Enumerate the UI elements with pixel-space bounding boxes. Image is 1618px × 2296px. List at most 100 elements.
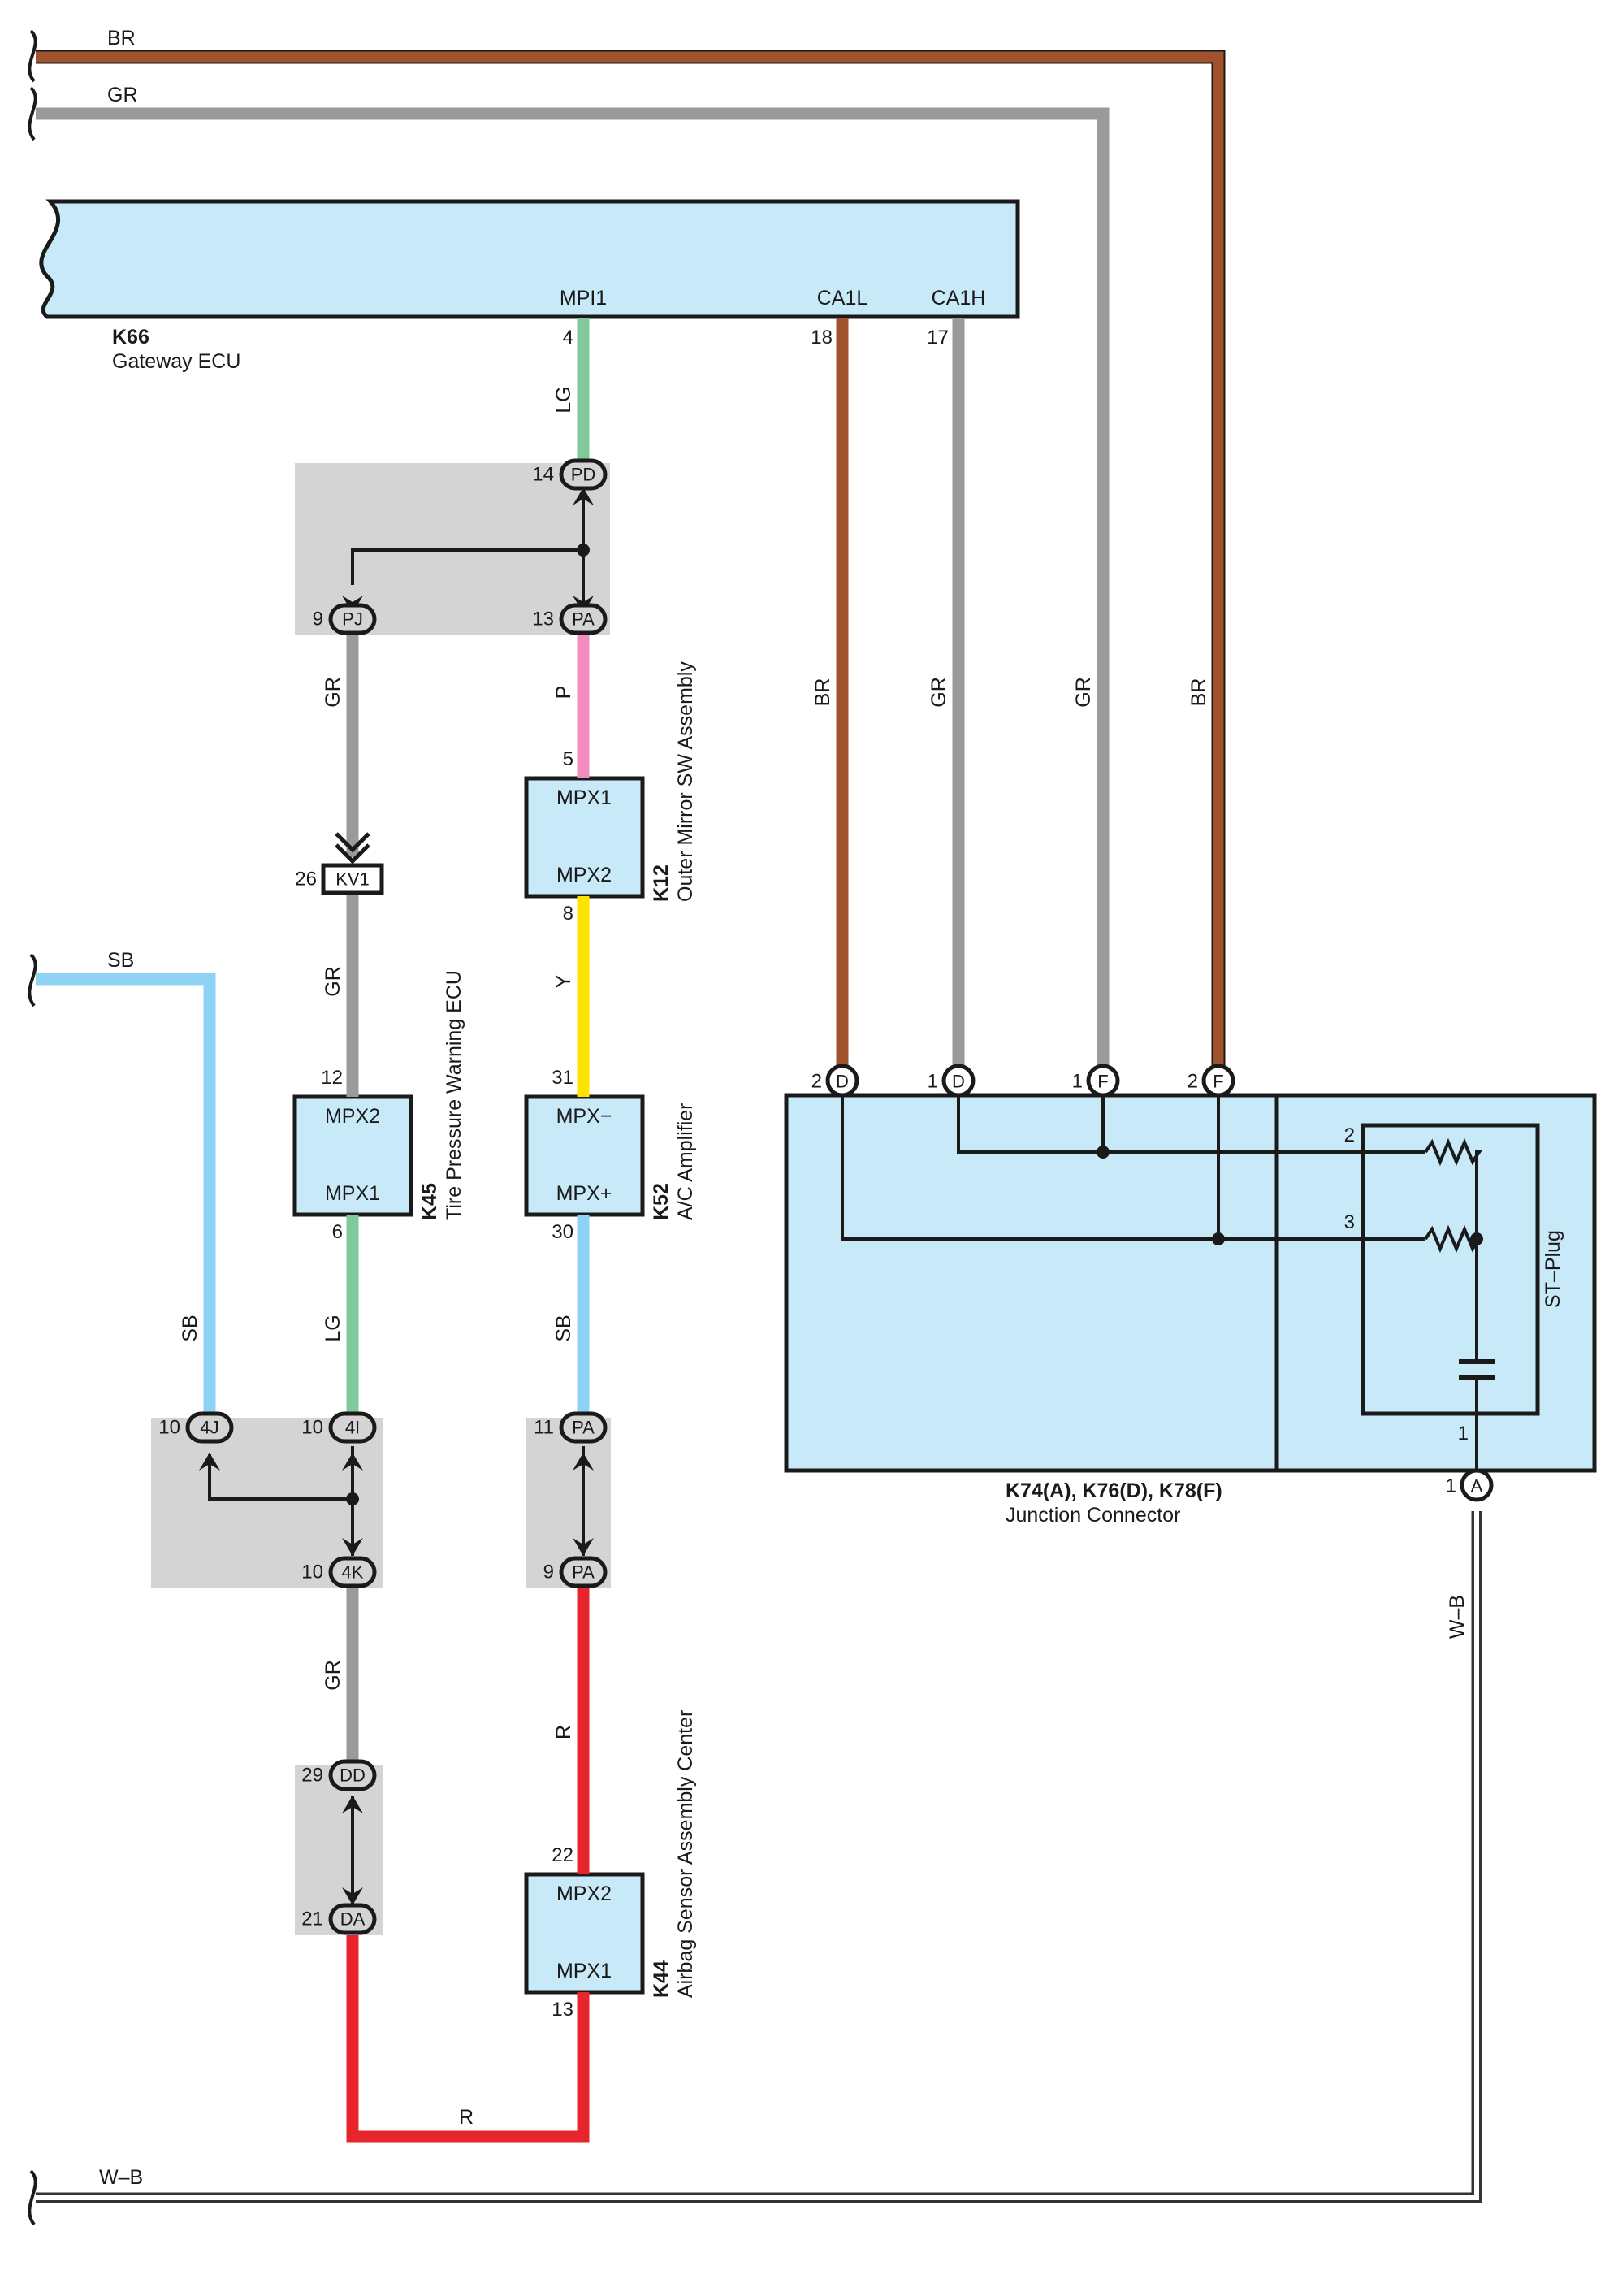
chevrons <box>199 487 594 1905</box>
kv1-double-chevron-icon <box>335 832 370 864</box>
k45-num-top: 12 <box>321 1067 343 1089</box>
pill-da <box>328 1903 377 1935</box>
capacitor-plates <box>1459 1359 1495 1380</box>
wire-r-bottom <box>346 1935 590 2143</box>
k66-name: Gateway ECU <box>112 350 240 373</box>
break-mark-br <box>28 29 37 83</box>
wire-label-sb-left: SB <box>179 1315 201 1341</box>
num-a1: 1 <box>1446 1475 1456 1497</box>
pin-f2-circle <box>1201 1064 1235 1098</box>
k52-name: A/C Amplifier <box>674 1103 697 1220</box>
kv1-connector-box <box>321 863 384 895</box>
break-marks <box>28 29 37 2226</box>
component-names: K66 Gateway ECU K74(A), K76(D), K78(F) J… <box>112 326 1564 1998</box>
k12-pin-top: MPX1 <box>556 786 612 809</box>
wire-label-gr-top: GR <box>107 84 138 106</box>
wire-br-top-fill <box>36 51 1224 1068</box>
num-kv1: 26 <box>295 869 317 890</box>
wire-label-gr-pj: GR <box>322 677 344 708</box>
k45-code: K45 <box>418 1183 441 1220</box>
k12-outer-mirror-sw-box <box>524 776 645 899</box>
k66-pin-ca1l: CA1L <box>817 287 868 310</box>
trace-pj-branch <box>351 548 583 585</box>
k45-name: Tire Pressure Warning ECU <box>443 970 465 1220</box>
pin-d1-circle <box>941 1064 976 1098</box>
wire-label-br-top: BR <box>107 27 136 50</box>
k12-code: K12 <box>650 864 673 902</box>
num-f2: 2 <box>1188 1071 1198 1093</box>
res-num-3: 3 <box>1344 1211 1355 1233</box>
pill-pd <box>559 458 608 491</box>
cavity-pd: PD <box>571 465 596 485</box>
pill-dd <box>328 1759 377 1791</box>
num-f1: 1 <box>1072 1071 1083 1093</box>
num-4k: 10 <box>301 1562 323 1583</box>
wire-label-gr-ca1h: GR <box>928 677 950 708</box>
k66-pin-ca1h: CA1H <box>932 287 986 310</box>
k45-pin-bottom: MPX1 <box>325 1182 380 1205</box>
cavity-pa11: PA <box>572 1418 595 1438</box>
num-4j: 10 <box>158 1417 180 1439</box>
k52-pin-bottom: MPX+ <box>556 1182 612 1205</box>
cavity-4k: 4K <box>342 1562 364 1583</box>
num-d2: 2 <box>811 1071 822 1093</box>
k12-num-bottom: 8 <box>563 903 573 925</box>
num-pj: 9 <box>313 609 323 630</box>
wire-wb-outline <box>36 1511 1482 2203</box>
connector-pills <box>185 458 608 1935</box>
k52-code: K52 <box>650 1183 673 1220</box>
wire-label-lg-k45: LG <box>322 1315 344 1341</box>
k44-pin-top: MPX2 <box>556 1882 612 1905</box>
num-dd: 29 <box>301 1765 323 1787</box>
junction-circle-pins <box>825 1064 1494 1502</box>
k44-name: Airbag Sensor Assembly Center <box>674 1710 697 1998</box>
k66-pin-mpi1: MPI1 <box>560 287 607 310</box>
wire-label-wb-right: W–B <box>1446 1595 1469 1639</box>
wire-label-r-pa: R <box>552 1725 575 1739</box>
k66-code: K66 <box>112 326 149 349</box>
junction-dots <box>346 544 1483 1505</box>
dot <box>577 544 590 557</box>
cavity-a1: A <box>1471 1476 1483 1497</box>
num-pd: 14 <box>532 464 554 486</box>
num-4i: 10 <box>301 1417 323 1439</box>
cavity-da: DA <box>340 1909 366 1930</box>
wire-label-br-right: BR <box>1188 678 1210 707</box>
wire-label-br-ca1l: BR <box>811 678 834 707</box>
cavity-f1: F <box>1097 1072 1108 1092</box>
chevron-down-icon <box>573 1538 594 1556</box>
k12-num-top: 5 <box>563 748 573 770</box>
cavity-d1: D <box>952 1072 965 1092</box>
st-plug-box <box>1361 1123 1540 1416</box>
trace-4j-4i <box>208 1454 353 1501</box>
num-pa-top: 13 <box>532 609 554 630</box>
wire-label-gr-4k: GR <box>322 1660 344 1691</box>
wire-label-sb-k52: SB <box>552 1315 575 1341</box>
cavity-pa-top: PA <box>572 609 595 630</box>
k66-num-ca1l: 18 <box>811 327 833 349</box>
k44-code: K44 <box>650 1960 673 1998</box>
k66-num-mpi1: 4 <box>563 327 573 349</box>
cavity-d2: D <box>836 1072 849 1092</box>
num-pa11: 11 <box>534 1417 554 1439</box>
cavity-4j: 4J <box>200 1418 218 1438</box>
chevron-down-icon <box>342 1887 363 1905</box>
k66-gateway-ecu-box <box>39 199 1020 319</box>
num-d1: 1 <box>928 1071 938 1093</box>
cavity-4i: 4I <box>345 1418 360 1438</box>
pill-pa11 <box>559 1411 608 1444</box>
st-plug-label: ST–Plug <box>1542 1230 1564 1308</box>
pin-d2-circle <box>825 1064 859 1098</box>
junction-code: K74(A), K76(D), K78(F) <box>1006 1479 1222 1502</box>
break-mark-wb <box>28 2169 37 2226</box>
k52-num-top: 31 <box>552 1067 573 1089</box>
cavity-pa9: PA <box>572 1562 595 1583</box>
junction-name: Junction Connector <box>1006 1504 1180 1527</box>
component-pin-numbers: 4 18 17 5 8 12 6 31 30 22 13 2 3 1 <box>321 327 1469 2021</box>
kv1-chevron-2 <box>335 843 370 864</box>
wire-wb-fill <box>36 1511 1479 2200</box>
cavity-dd: DD <box>340 1765 366 1786</box>
cavity-pj: PJ <box>342 609 363 630</box>
k45-pin-top: MPX2 <box>325 1105 380 1128</box>
